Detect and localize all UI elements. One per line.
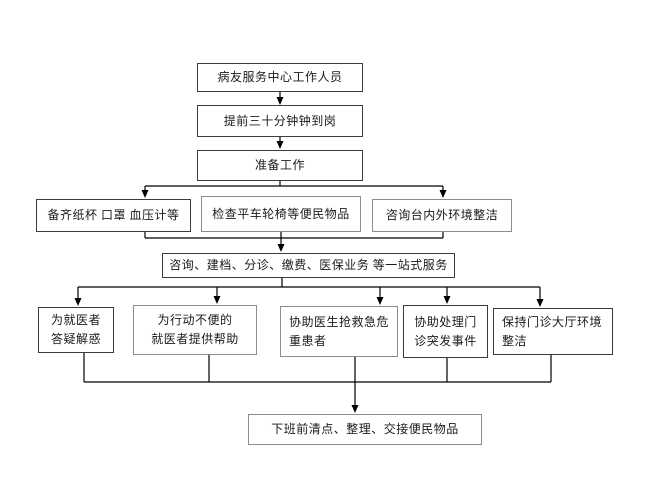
node-arrive-early: 提前三十分钟钟到岗	[197, 105, 363, 137]
arrowhead-prepare	[276, 141, 284, 149]
node-keep-hall-clean: 保持门诊大厅环境 整洁	[493, 308, 613, 355]
arrowhead-answer	[74, 298, 82, 306]
node-staff: 病友服务中心工作人员	[197, 63, 363, 92]
node-answer-questions: 为就医者 答疑解惑	[38, 307, 114, 353]
node-check-equipment: 检查平车轮椅等便民物品	[201, 196, 361, 232]
arrowheads	[74, 97, 544, 413]
arrowhead-closing	[351, 405, 359, 413]
node-assist-rescue: 协助医生抢救急危 重患者	[280, 306, 398, 357]
arrowhead-rescue	[376, 297, 384, 305]
node-help-mobility: 为行动不便的 就医者提供帮助	[133, 305, 257, 355]
arrowhead-cups	[141, 190, 149, 198]
arrowhead-hall	[536, 299, 544, 307]
arrowhead-mobility	[213, 296, 221, 304]
node-one-stop-service: 咨询、建档、分诊、缴费、医保业务 等一站式服务	[162, 253, 455, 278]
arrowhead-arrive	[276, 97, 284, 105]
connector-lines	[77, 92, 552, 408]
node-closing-handover: 下班前清点、整理、交接便民物品	[248, 414, 482, 445]
arrowhead-desk	[439, 190, 447, 198]
arrowhead-onestop	[277, 244, 285, 252]
node-preparation: 准备工作	[197, 150, 363, 181]
arrowhead-incident	[443, 296, 451, 304]
node-handle-incidents: 协助处理门 诊突发事件	[403, 305, 488, 358]
node-supplies: 备齐纸杯 口罩 血压计等	[36, 199, 191, 232]
node-desk-tidy: 咨询台内外环境整洁	[372, 199, 512, 232]
